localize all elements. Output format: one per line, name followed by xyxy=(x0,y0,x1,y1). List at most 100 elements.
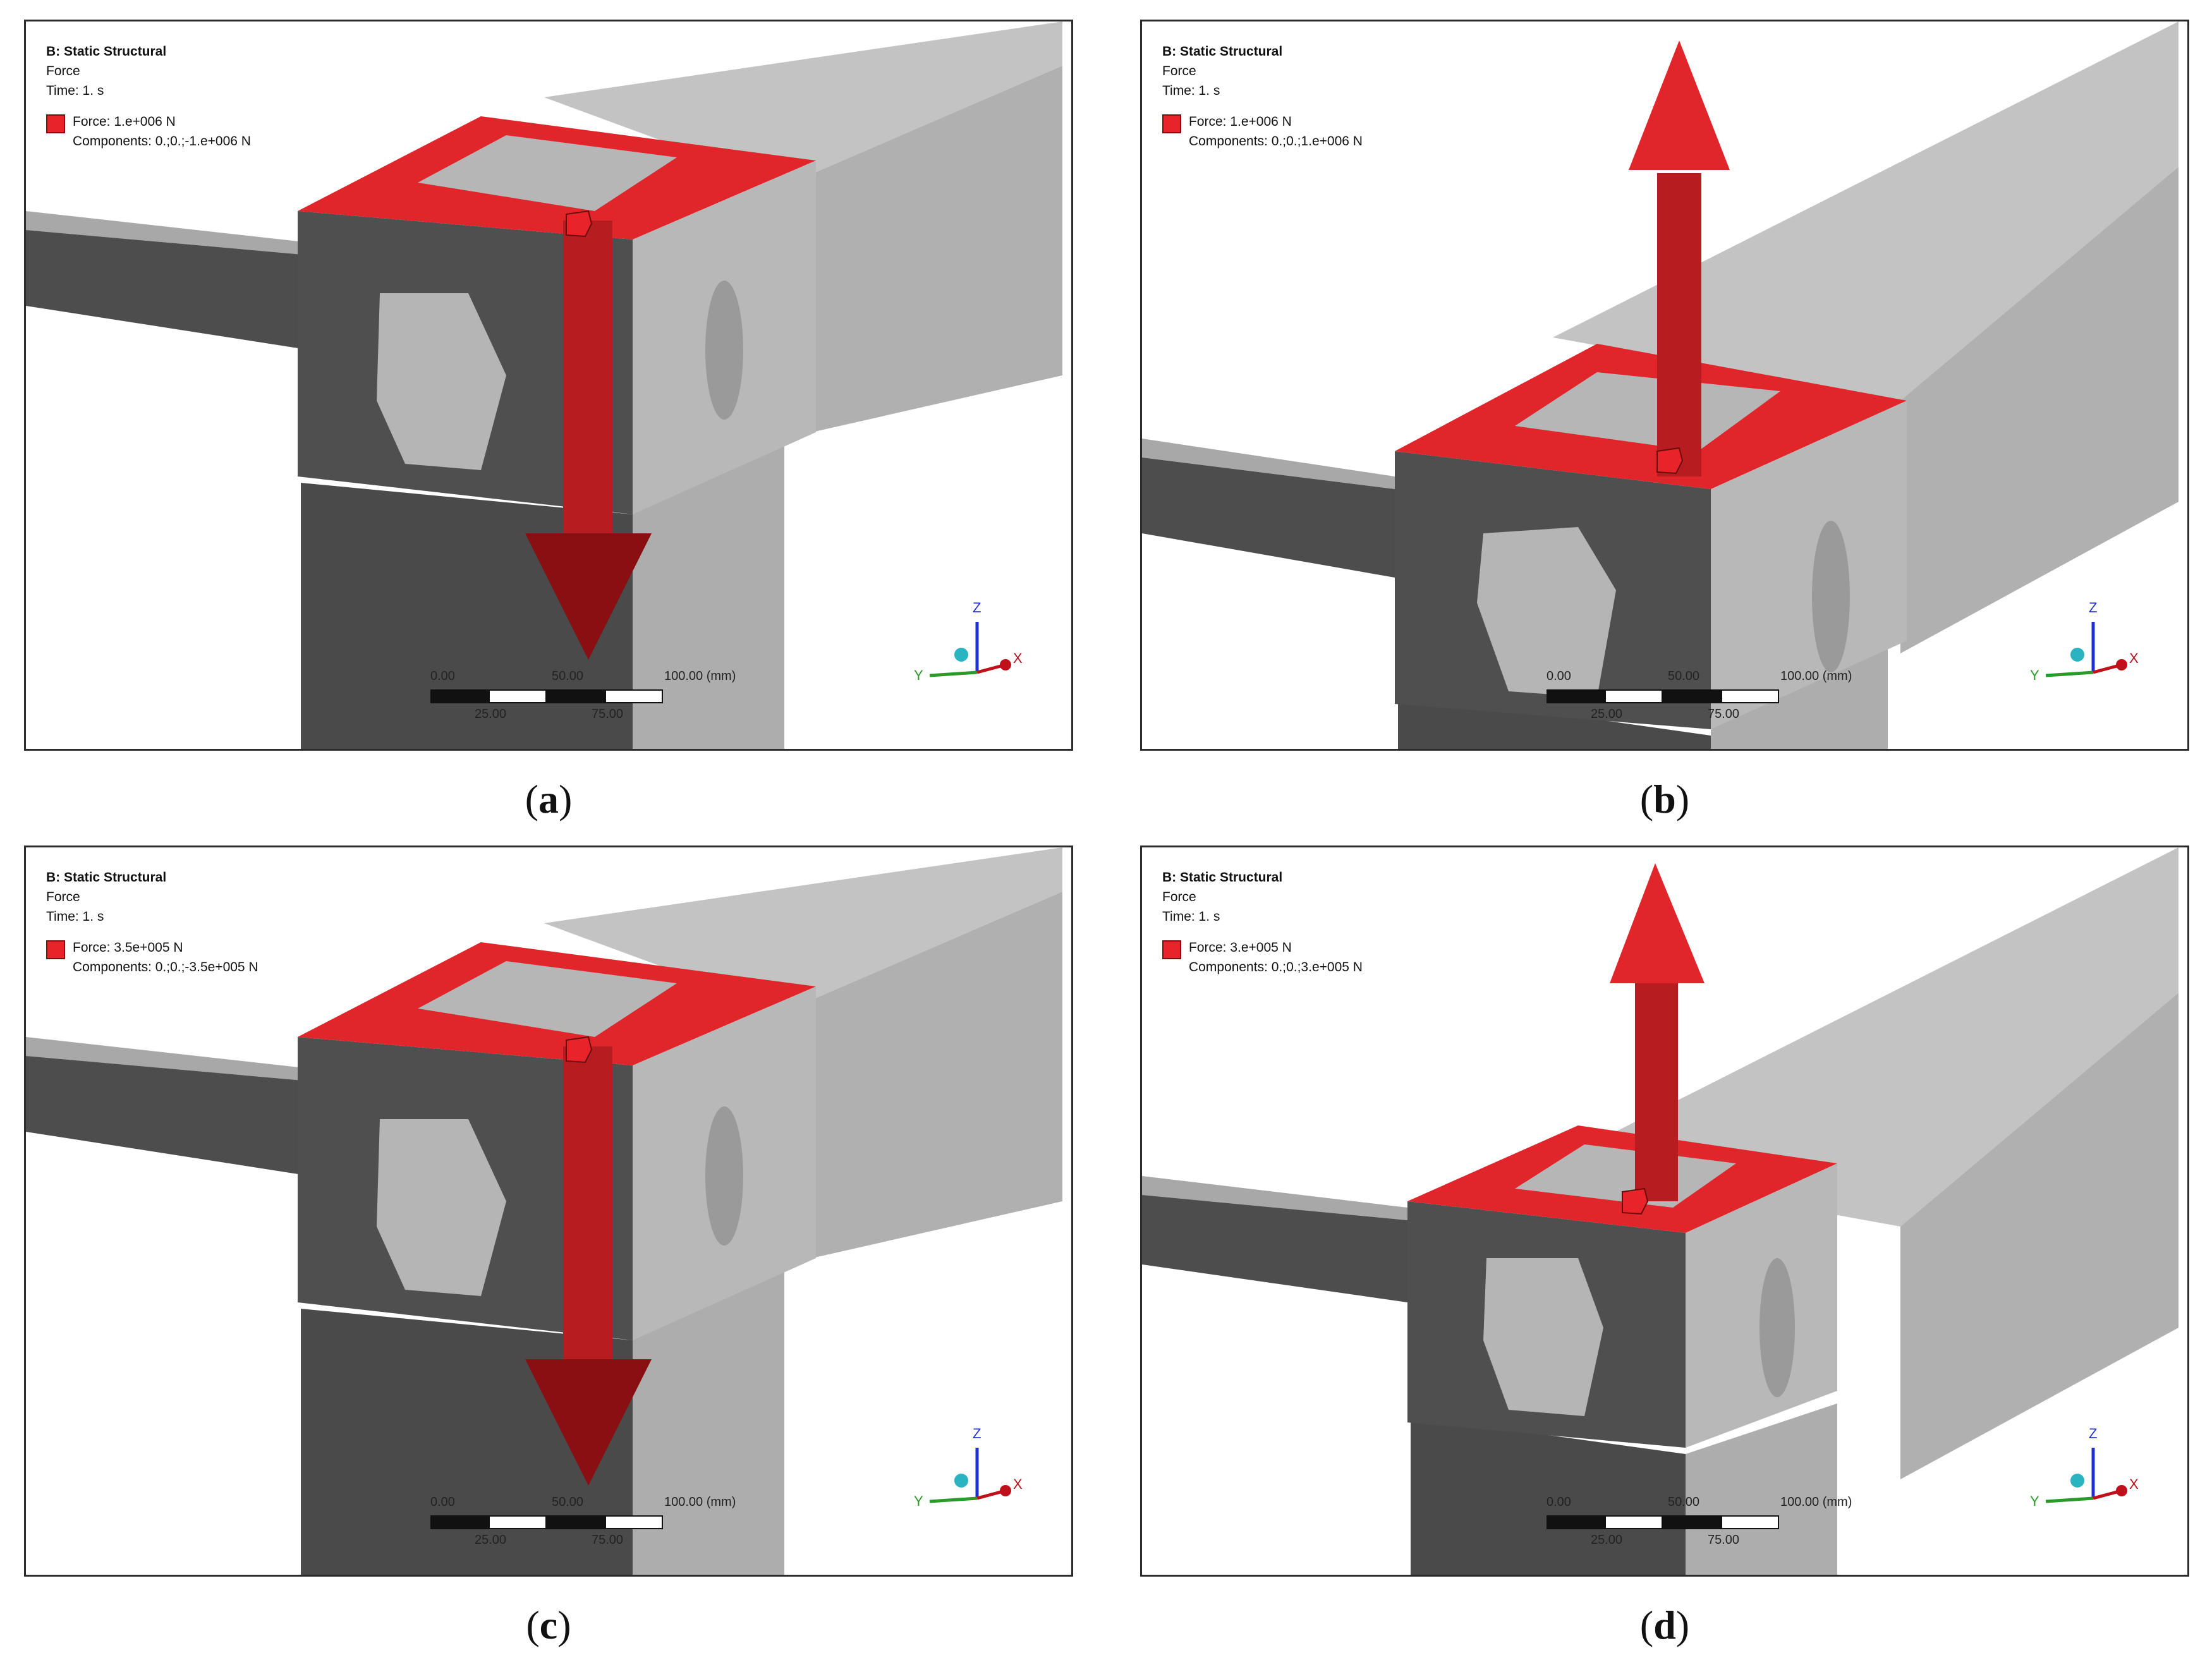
scale-label: 100.00 (mm) xyxy=(664,669,736,683)
x-axis-label: X xyxy=(1013,1476,1023,1492)
time-label: Time: 1. s xyxy=(1162,909,1220,924)
viewport-panel-b[interactable]: B: Static Structural Force Time: 1. s Fo… xyxy=(1140,20,2189,751)
scale-label: 50.00 xyxy=(552,669,584,683)
z-axis-label: Z xyxy=(973,1426,981,1441)
axis-triad[interactable]: Z Y X xyxy=(2027,584,2160,698)
analysis-title: B: Static Structural xyxy=(1162,44,1283,59)
z-axis-label: Z xyxy=(973,600,981,615)
force-label: Force: 3.e+005 N xyxy=(1189,940,1292,955)
analysis-title: B: Static Structural xyxy=(1162,870,1283,885)
scale-segment xyxy=(1721,1515,1779,1529)
details-overlay: B: Static Structural Force Time: 1. s Fo… xyxy=(1162,42,1363,151)
model-scene[interactable] xyxy=(1142,21,2187,749)
scale-label: 25.00 xyxy=(1591,1533,1623,1547)
force-swatch xyxy=(46,940,65,959)
x-axis-label: X xyxy=(2129,1476,2139,1492)
top-opening xyxy=(418,961,677,1037)
scale-label: 75.00 xyxy=(592,1533,624,1547)
scale-segment xyxy=(605,1515,663,1529)
legend: Force: 3.5e+005 N Components: 0.;0.;-3.5… xyxy=(46,938,258,977)
scale-label: 25.00 xyxy=(1591,707,1623,721)
time-label: Time: 1. s xyxy=(46,909,104,924)
caption-c: (c) xyxy=(526,1603,571,1647)
details-overlay: B: Static Structural Force Time: 1. s Fo… xyxy=(46,42,251,151)
object-name: Force xyxy=(46,890,80,904)
time-label: Time: 1. s xyxy=(46,83,104,98)
details-overlay: B: Static Structural Force Time: 1. s Fo… xyxy=(1162,868,1363,977)
cross-beam-top xyxy=(26,1037,310,1081)
y-axis-label: Y xyxy=(2030,667,2039,683)
scale-segment xyxy=(547,689,605,703)
object-name: Force xyxy=(1162,64,1196,78)
column-side xyxy=(633,1264,784,1575)
front-opening xyxy=(377,1119,506,1296)
viewport-panel-a[interactable]: B: Static Structural Force Time: 1. s Fo… xyxy=(24,20,1073,751)
viewport-panel-c[interactable]: B: Static Structural Force Time: 1. s Fo… xyxy=(24,846,1073,1577)
force-label: Force: 1.e+006 N xyxy=(73,114,176,129)
force-arrow-shaft xyxy=(1657,173,1701,476)
side-opening xyxy=(1759,1258,1795,1397)
force-arrow-marker xyxy=(566,210,593,238)
scale-label: 0.00 xyxy=(430,669,455,683)
scale-ruler: 0.00 50.00 100.00 (mm) 25.00 75.00 xyxy=(1547,669,1863,739)
scale-label: 75.00 xyxy=(1708,1533,1740,1547)
model-scene[interactable] xyxy=(26,21,1071,749)
scale-segment xyxy=(605,689,663,703)
legend: Force: 3.e+005 N Components: 0.;0.;3.e+0… xyxy=(1162,938,1363,977)
force-arrow-head xyxy=(1610,863,1705,983)
side-opening xyxy=(705,281,743,420)
x-axis-label: X xyxy=(2129,650,2139,666)
column-front xyxy=(1411,1416,1686,1575)
force-arrow-head xyxy=(525,533,652,660)
scale-segment xyxy=(1605,1515,1663,1529)
node-side xyxy=(1711,401,1907,729)
top-opening xyxy=(1515,372,1780,451)
front-opening xyxy=(1477,527,1616,698)
caption-b: (b) xyxy=(1639,777,1690,821)
cross-beam-side xyxy=(1142,458,1395,578)
cross-beam-side xyxy=(26,1056,310,1176)
scale-segment xyxy=(1721,689,1779,703)
long-beam-side xyxy=(784,66,1062,439)
side-opening xyxy=(705,1106,743,1246)
time-label: Time: 1. s xyxy=(1162,83,1220,98)
legend: Force: 1.e+006 N Components: 0.;0.;-1.e+… xyxy=(46,112,251,151)
force-components: Components: 0.;0.;3.e+005 N xyxy=(1189,960,1363,974)
force-swatch xyxy=(1162,114,1181,133)
force-arrow-head xyxy=(525,1359,652,1486)
force-arrow-shaft xyxy=(563,221,612,540)
axis-triad[interactable]: Z Y X xyxy=(2027,1410,2160,1524)
scale-label: 100.00 (mm) xyxy=(1780,669,1852,683)
scale-label: 0.00 xyxy=(430,1495,455,1509)
force-arrow-marker xyxy=(566,1036,593,1064)
force-label: Force: 3.5e+005 N xyxy=(73,940,183,955)
axis-triad[interactable]: Z Y X xyxy=(911,1410,1043,1524)
details-overlay: B: Static Structural Force Time: 1. s Fo… xyxy=(46,868,258,977)
scale-label: 50.00 xyxy=(1668,1495,1700,1509)
force-arrow-marker xyxy=(1656,447,1684,475)
column-side xyxy=(1686,1403,1837,1575)
scale-label: 0.00 xyxy=(1547,669,1571,683)
axis-triad[interactable]: Z Y X xyxy=(911,584,1043,698)
cross-beam-side xyxy=(1142,1195,1407,1302)
analysis-title: B: Static Structural xyxy=(46,44,167,59)
scale-label: 50.00 xyxy=(1668,669,1700,683)
cross-beam-top xyxy=(26,211,310,255)
y-axis-label: Y xyxy=(2030,1493,2039,1509)
force-components: Components: 0.;0.;-3.5e+005 N xyxy=(73,960,258,974)
force-swatch xyxy=(46,114,65,133)
top-opening xyxy=(1515,1144,1736,1208)
model-scene[interactable] xyxy=(26,847,1071,1575)
long-beam-side xyxy=(1900,993,2179,1479)
scale-segment xyxy=(1547,1515,1605,1529)
caption-d: (d) xyxy=(1639,1603,1690,1647)
caption-a: (a) xyxy=(525,777,573,821)
y-axis-label: Y xyxy=(914,1493,923,1509)
long-beam-side xyxy=(784,892,1062,1264)
model-scene[interactable] xyxy=(1142,847,2187,1575)
scale-label: 25.00 xyxy=(475,707,507,721)
scale-label: 50.00 xyxy=(552,1495,584,1509)
force-arrow-head xyxy=(1629,40,1730,170)
scale-segment xyxy=(547,1515,605,1529)
viewport-panel-d[interactable]: B: Static Structural Force Time: 1. s Fo… xyxy=(1140,846,2189,1577)
